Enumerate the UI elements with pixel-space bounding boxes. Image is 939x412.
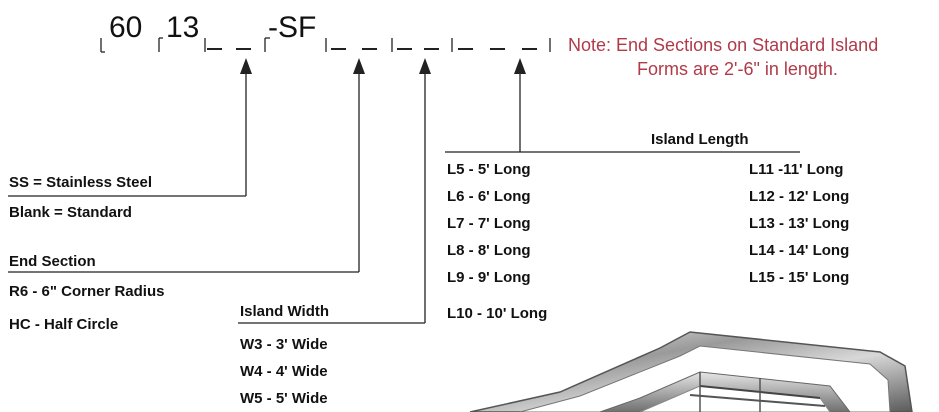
island-width-item: W4 - 4' Wide: [240, 363, 328, 380]
island-length-item: L6 - 6' Long: [447, 188, 531, 205]
end-section-r6: R6 - 6" Corner Radius: [9, 283, 165, 300]
island-length-item: L7 - 7' Long: [447, 215, 531, 232]
island-width-title: Island Width: [240, 303, 330, 320]
code-prefix: 60: [109, 11, 143, 44]
note-line-1: Note: End Sections on Standard Island: [568, 35, 879, 55]
code-suffix: -SF: [268, 11, 317, 44]
island-width-item: W3 - 3' Wide: [240, 336, 328, 353]
island-width-item: W5 - 5' Wide: [240, 390, 328, 407]
code-model: 13: [166, 11, 200, 44]
island-length-item: L10 - 10' Long: [447, 305, 548, 322]
island-length-item: L13 - 13' Long: [749, 215, 850, 232]
island-length-title: Island Length: [651, 131, 749, 148]
island-length-item: L8 - 8' Long: [447, 242, 531, 259]
end-section-title: End Section: [9, 253, 96, 270]
island-length-item: L15 - 15' Long: [749, 269, 850, 286]
island-length-item: L9 - 9' Long: [447, 269, 531, 286]
island-form-frame: [469, 331, 913, 412]
end-section-hc: HC - Half Circle: [9, 316, 119, 333]
note-line-2: Forms are 2'-6" in length.: [637, 59, 838, 79]
material-blank: Blank = Standard: [9, 204, 132, 221]
island-length-item: L11 -11' Long: [749, 161, 844, 178]
material-ss: SS = Stainless Steel: [9, 174, 152, 191]
island-length-item: L12 - 12' Long: [749, 188, 850, 205]
island-length-item: L14 - 14' Long: [749, 242, 850, 259]
island-length-item: L5 - 5' Long: [447, 161, 531, 178]
